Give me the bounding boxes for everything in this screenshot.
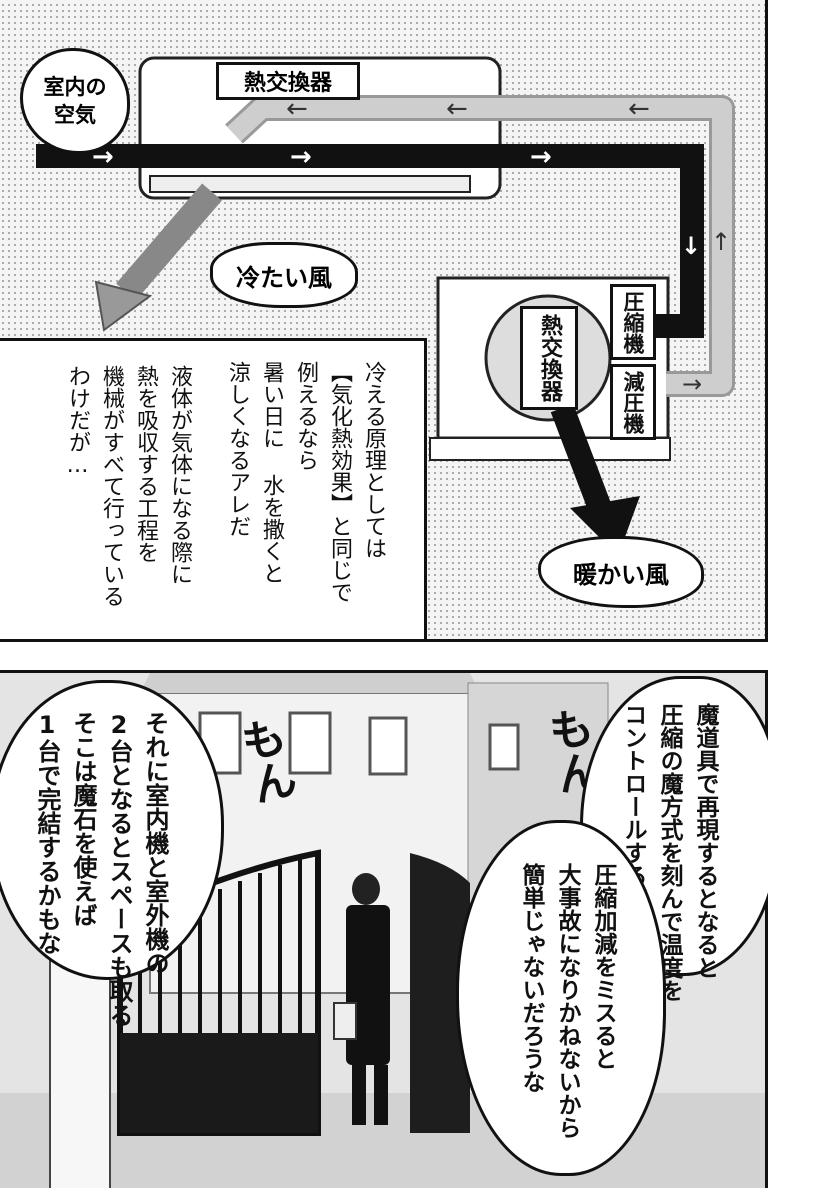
window xyxy=(488,723,520,771)
narration-line: 【気化熱効果】と同じで xyxy=(327,361,352,603)
pipe-arrow-right-2: → xyxy=(290,142,312,172)
character-body xyxy=(346,905,390,1065)
narration-line: わけだが… xyxy=(65,365,90,478)
pipe-arrow-down: ↓ xyxy=(681,232,702,260)
bubble-text: 圧縮加減をミスると 大事故になりかねないから 簡単じゃないだろうな xyxy=(513,863,621,1139)
bubble-line: 簡単じゃないだろうな xyxy=(518,863,544,1093)
cold-wind-arrow xyxy=(116,183,222,301)
narration-line: 液体が気体になる際に xyxy=(167,365,192,585)
pipe-arrow-left-1: ← xyxy=(286,94,308,124)
narration-line: 機械がすべて行っている xyxy=(99,365,124,607)
mansion-roof xyxy=(140,673,480,693)
indoor-unit-vent xyxy=(149,175,471,193)
window xyxy=(368,716,408,776)
narration-line: 暑い日に 水を撒くと xyxy=(259,361,284,584)
narration-line: 例えるなら xyxy=(293,361,318,471)
indoor-air-label: 室内の空気 xyxy=(20,48,130,154)
bubble-line: 1台で完結するかもな xyxy=(33,711,61,955)
main-pipe xyxy=(36,144,704,338)
speech-bubble-right-top: 魔道具で再現するとなると 圧縮の魔方式を刻んで温度を コントロールする感じか… xyxy=(580,676,780,1002)
speech-bubble-left: それに室内機と室外機の 2台となるとスペースも取る そこは魔石を使えば 1台で完… xyxy=(0,680,224,1027)
bubble-line: それに室内機と室外機の xyxy=(141,711,169,975)
gate-right xyxy=(410,853,470,1133)
pipe-arrow-left-2: ← xyxy=(446,94,468,124)
page-margin xyxy=(768,0,836,1188)
character-bag xyxy=(333,1002,357,1040)
bubble-text: それに室内機と室外機の 2台となるとスペースも取る そこは魔石を使えば 1台で完… xyxy=(29,711,173,1027)
bubble-line: 2台となるとスペースも取る xyxy=(105,711,133,1027)
narration-line: 冷える原理としては xyxy=(361,361,386,559)
outdoor-unit-base xyxy=(429,437,671,461)
narration-right-block: 冷える原理としては 【気化熱効果】と同じで 例えるなら 暑い日に 水を撒くと 涼… xyxy=(220,361,390,631)
bubble-line: 魔道具で再現するとなると xyxy=(692,703,718,979)
narration-left-block: 液体が気体になる際に 熱を吸収する工程を 機械がすべて行っている わけだが… xyxy=(60,365,196,635)
compressor-label: 圧縮機 xyxy=(610,284,656,360)
warm-wind-label: 暖かい風 xyxy=(538,536,704,608)
diagram-panel: → → → ← ← ← ↓ ↑ → 室内の空気 熱交換器 冷たい風 圧縮機 熱交… xyxy=(0,0,768,642)
bubble-line: 圧縮加減をミスると xyxy=(590,863,616,1070)
narration-box: 冷える原理としては 【気化熱効果】と同じで 例えるなら 暑い日に 水を撒くと 涼… xyxy=(0,338,427,639)
decompressor-label: 減圧機 xyxy=(610,364,656,440)
character-head xyxy=(352,873,380,905)
heat-exchanger-indoor-label: 熱交換器 xyxy=(216,62,360,100)
pipe-arrow-up: ↑ xyxy=(711,228,732,256)
bubble-line: そこは魔石を使えば xyxy=(69,711,97,927)
speech-bubble-right-bottom: 圧縮加減をミスると 大事故になりかねないから 簡単じゃないだろうな xyxy=(456,820,666,1176)
window xyxy=(288,711,332,775)
pipe-arrow-right-3: → xyxy=(530,142,552,172)
cold-wind-label: 冷たい風 xyxy=(210,242,358,308)
pipe-arrow-right-4: → xyxy=(682,370,703,398)
warm-wind-arrow xyxy=(550,403,612,513)
bubble-line: 大事故になりかねないから xyxy=(554,863,580,1139)
pipe-arrow-left-3: ← xyxy=(628,94,650,124)
narration-line: 熱を吸収する工程を xyxy=(133,365,158,563)
heat-exchanger-outdoor-label: 熱交換器 xyxy=(520,306,578,410)
narration-line: 涼しくなるアレだ xyxy=(225,361,250,537)
